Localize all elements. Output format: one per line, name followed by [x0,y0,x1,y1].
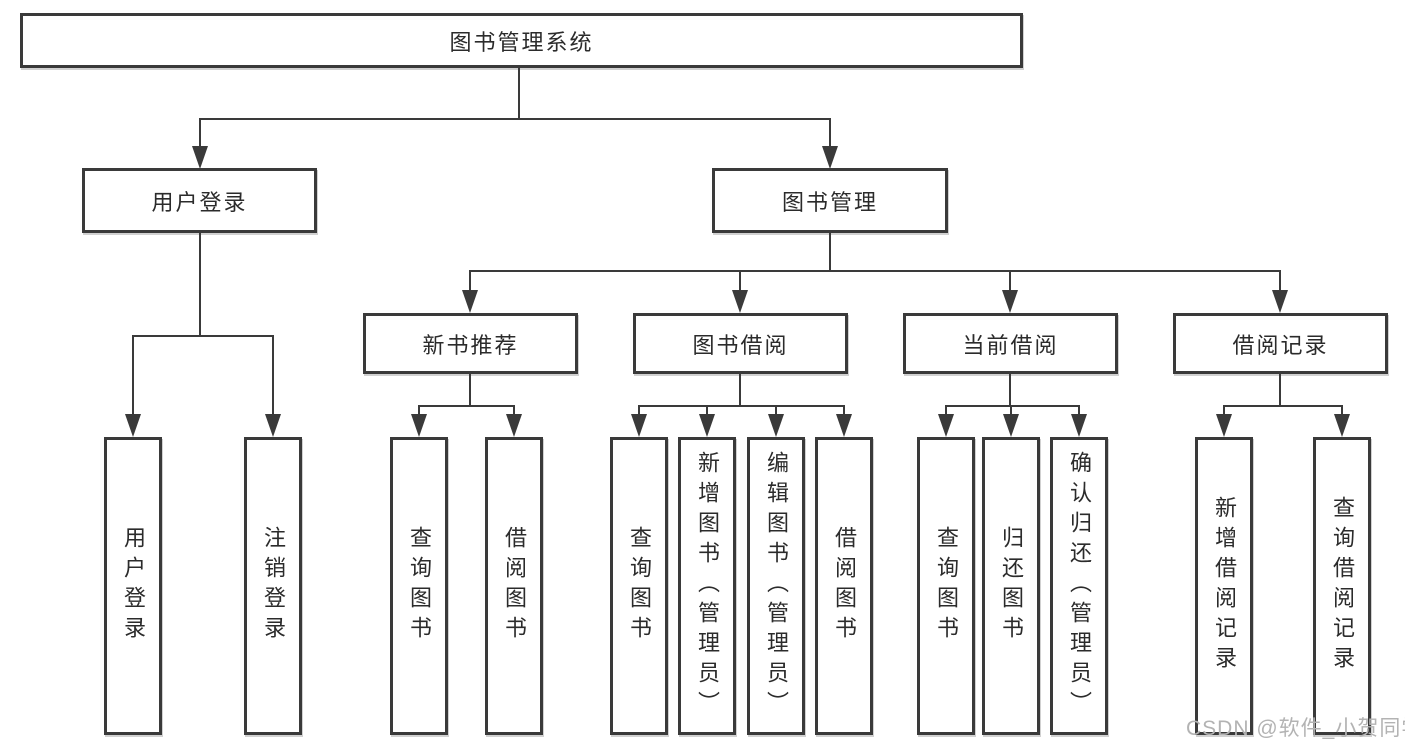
node-label: 用户登录 [121,526,146,646]
connector-line [199,118,831,120]
node-leaf-confirm-return-admin: 确认归还（管理员） [1050,437,1108,735]
node-label: 图书管理系统 [449,29,594,55]
node-label: 新增图书（管理员） [695,451,720,721]
arrowhead-down-icon [631,414,647,437]
node-current-borrowing: 当前借阅 [903,313,1118,374]
connector-line [513,405,515,415]
arrowhead-down-icon [836,414,852,437]
connector-line [1078,405,1080,415]
arrowhead-down-icon [732,290,748,313]
arrowhead-down-icon [192,146,208,169]
connector-line [1279,270,1281,291]
arrowhead-down-icon [411,414,427,437]
node-label: 借阅记录 [1232,332,1329,358]
node-leaf-edit-book-admin: 编辑图书（管理员） [747,437,805,735]
connector-line [418,405,420,415]
node-new-book-recommend: 新书推荐 [363,313,578,374]
connector-line [829,233,831,270]
node-leaf-user-login: 用户登录 [104,437,162,735]
arrowhead-down-icon [125,414,141,437]
node-leaf-add-borrow-record: 新增借阅记录 [1195,437,1253,735]
connector-line [132,335,134,415]
connector-line [1010,405,1012,415]
node-book-management-module: 图书管理 [712,168,948,233]
node-label: 归还图书 [999,526,1024,646]
node-label: 编辑图书（管理员） [764,451,789,721]
connector-line [638,405,845,407]
connector-line [638,405,640,415]
connector-line [1009,374,1011,405]
node-label: 查询图书 [627,526,652,646]
node-leaf-query-books-borrowing: 查询图书 [610,437,668,735]
arrowhead-down-icon [1216,414,1232,437]
arrowhead-down-icon [699,414,715,437]
connector-line [1279,374,1281,405]
connector-line [469,270,1281,272]
connector-line [1223,405,1343,407]
connector-line [199,233,201,335]
arrowhead-down-icon [822,146,838,169]
node-leaf-query-borrow-record: 查询借阅记录 [1313,437,1371,735]
csdn-watermark: CSDN @软件_小贺同学 [1186,717,1405,740]
arrowhead-down-icon [1071,414,1087,437]
connector-line [1341,405,1343,415]
connector-line [418,405,515,407]
node-leaf-query-books-recommend: 查询图书 [390,437,448,735]
arrowhead-down-icon [938,414,954,437]
node-borrowing-records: 借阅记录 [1173,313,1388,374]
node-library-management-system: 图书管理系统 [20,13,1023,68]
node-label: 新增借阅记录 [1212,496,1237,676]
connector-line [739,374,741,405]
node-leaf-borrow-books: 借阅图书 [815,437,873,735]
arrowhead-down-icon [1003,414,1019,437]
connector-line [469,374,471,405]
connector-line [518,68,520,118]
node-label: 图书借阅 [692,332,789,358]
node-label: 查询图书 [934,526,959,646]
node-label: 查询借阅记录 [1330,496,1355,676]
connector-line [739,270,741,291]
connector-line [469,270,471,291]
connector-line [1223,405,1225,415]
node-label: 当前借阅 [962,332,1059,358]
connector-line [775,405,777,415]
node-leaf-query-books-current: 查询图书 [917,437,975,735]
connector-line [199,118,201,148]
node-user-login-module: 用户登录 [82,168,317,233]
connector-line [132,335,274,337]
connector-line [272,335,274,415]
node-label: 注销登录 [261,526,286,646]
connector-line [945,405,1080,407]
arrowhead-down-icon [506,414,522,437]
connector-line [843,405,845,415]
arrowhead-down-icon [1272,290,1288,313]
node-label: 用户登录 [151,189,248,215]
arrowhead-down-icon [265,414,281,437]
node-label: 查询图书 [407,526,432,646]
arrowhead-down-icon [1334,414,1350,437]
connector-line [1009,270,1011,291]
node-label: 确认归还（管理员） [1067,451,1092,721]
node-label: 图书管理 [781,189,878,215]
node-leaf-add-book-admin: 新增图书（管理员） [678,437,736,735]
node-leaf-borrow-books-recommend: 借阅图书 [485,437,543,735]
connector-line [706,405,708,415]
node-label: 新书推荐 [422,332,519,358]
node-label: 借阅图书 [502,526,527,646]
connector-line [945,405,947,415]
node-label: 借阅图书 [832,526,857,646]
node-leaf-return-books: 归还图书 [982,437,1040,735]
node-book-borrowing: 图书借阅 [633,313,848,374]
node-leaf-logout: 注销登录 [244,437,302,735]
arrowhead-down-icon [768,414,784,437]
connector-line [829,118,831,148]
arrowhead-down-icon [462,290,478,313]
arrowhead-down-icon [1002,290,1018,313]
